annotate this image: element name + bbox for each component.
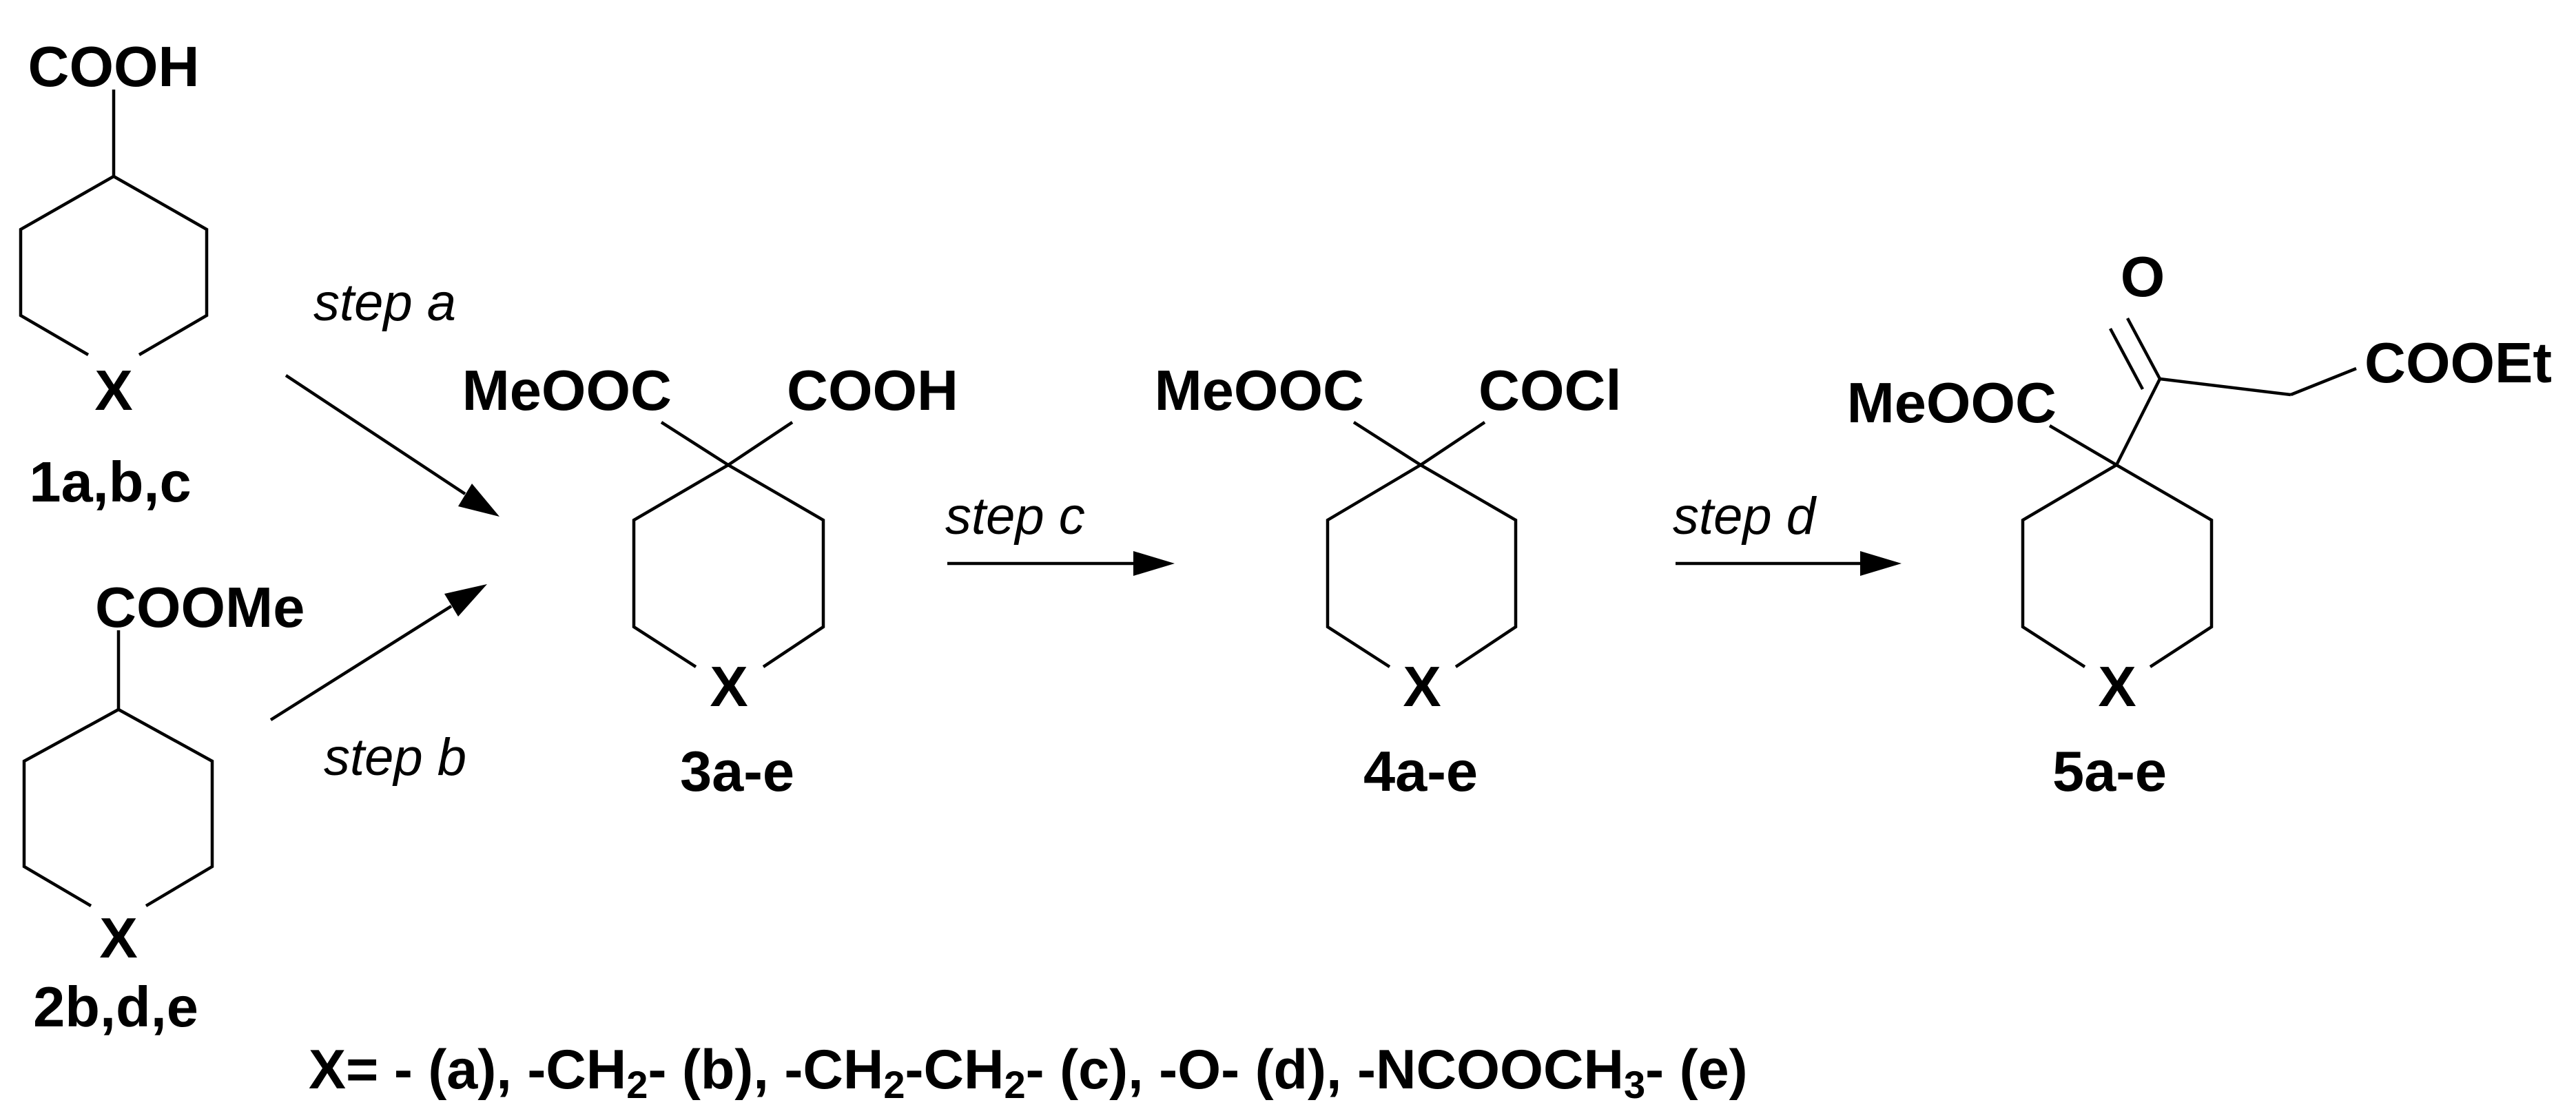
legend-sub-1: 2 bbox=[626, 1063, 648, 1106]
compound-3-left-bond bbox=[660, 421, 730, 466]
compound-4-meooc-label: MeOOC bbox=[1155, 358, 1364, 422]
compound-4-label: 4a-e bbox=[1363, 739, 1478, 803]
legend-part-5: - (e) bbox=[1645, 1039, 1747, 1101]
legend-prefix: X= bbox=[309, 1039, 378, 1101]
compound-5-x-atom: X bbox=[2098, 654, 2136, 718]
compound-3-right-bond bbox=[727, 421, 794, 466]
compound-4: MeOOC COCl X 4a-e bbox=[1155, 358, 1622, 803]
compound-1-label: 1a,b,c bbox=[29, 450, 191, 514]
step-d-arrow bbox=[1676, 551, 1902, 576]
compound-5-label: 5a-e bbox=[2052, 739, 2167, 803]
compound-3-meooc-label: MeOOC bbox=[462, 358, 672, 422]
compound-2: COOMe X 2b,d,e bbox=[22, 575, 305, 1039]
compound-5-methylene-bond-1 bbox=[2159, 377, 2291, 397]
x-substituent-legend: X= - (a), -CH2- (b), -CH2-CH2- (c), -O- … bbox=[309, 1039, 1748, 1106]
compound-2-label: 2b,d,e bbox=[33, 975, 198, 1039]
step-a-label: step a bbox=[313, 273, 456, 332]
legend-sub-4: 3 bbox=[1624, 1063, 1645, 1106]
compound-1: COOH X 1a,b,c bbox=[19, 34, 209, 514]
compound-1-ring bbox=[19, 174, 209, 356]
compound-4-ring bbox=[1326, 463, 1518, 668]
compound-2-coome-label: COOMe bbox=[95, 575, 305, 639]
compound-5-ketone-oxygen: O bbox=[2121, 245, 2165, 309]
compound-3-x-atom: X bbox=[710, 654, 748, 718]
compound-3-ring bbox=[632, 463, 825, 668]
legend-sub-3: 2 bbox=[1004, 1063, 1025, 1106]
compound-5-carbonyl-bond-1 bbox=[2126, 317, 2161, 380]
compound-5-ester-bond bbox=[2048, 424, 2118, 466]
compound-2-x-atom: X bbox=[99, 906, 137, 970]
compound-5-ring bbox=[2021, 463, 2214, 668]
legend-sub-2: 2 bbox=[883, 1063, 905, 1106]
compound-5: O MeOOC COOEt X 5a-e bbox=[1847, 245, 2552, 803]
step-b-label: step b bbox=[324, 728, 466, 787]
step-b-arrow bbox=[269, 584, 487, 721]
compound-5-carbonyl-bond-2 bbox=[2109, 327, 2144, 391]
compound-5-meooc-label: MeOOC bbox=[1847, 371, 2057, 435]
compound-5-acyl-bond bbox=[2114, 377, 2162, 466]
compound-1-cooh-label: COOH bbox=[28, 34, 200, 99]
compound-4-x-atom: X bbox=[1403, 654, 1441, 718]
step-a-arrow bbox=[285, 374, 499, 517]
legend-part-1: - (a), -CH bbox=[378, 1039, 626, 1101]
legend-part-4: - (c), -O- (d), -NCOOCH bbox=[1026, 1039, 1624, 1101]
step-c-arrow bbox=[947, 551, 1175, 576]
compound-5-methylene-bond-2 bbox=[2290, 366, 2357, 397]
legend-part-2: - (b), -CH bbox=[648, 1039, 883, 1101]
compound-3-label: 3a-e bbox=[680, 739, 794, 803]
step-c-label: step c bbox=[945, 487, 1085, 546]
compound-4-left-bond bbox=[1352, 421, 1422, 466]
compound-3: MeOOC COOH X 3a-e bbox=[462, 358, 958, 803]
legend-part-3: -CH bbox=[905, 1039, 1004, 1101]
compound-1-x-atom: X bbox=[94, 358, 132, 422]
compound-2-ring bbox=[22, 707, 214, 907]
step-d-label: step d bbox=[1673, 487, 1817, 546]
compound-3-cooh-label: COOH bbox=[787, 358, 958, 422]
compound-4-right-bond bbox=[1419, 421, 1486, 466]
compound-4-cocl-label: COCl bbox=[1478, 358, 1622, 422]
compound-5-cooet-label: COOEt bbox=[2364, 331, 2552, 395]
